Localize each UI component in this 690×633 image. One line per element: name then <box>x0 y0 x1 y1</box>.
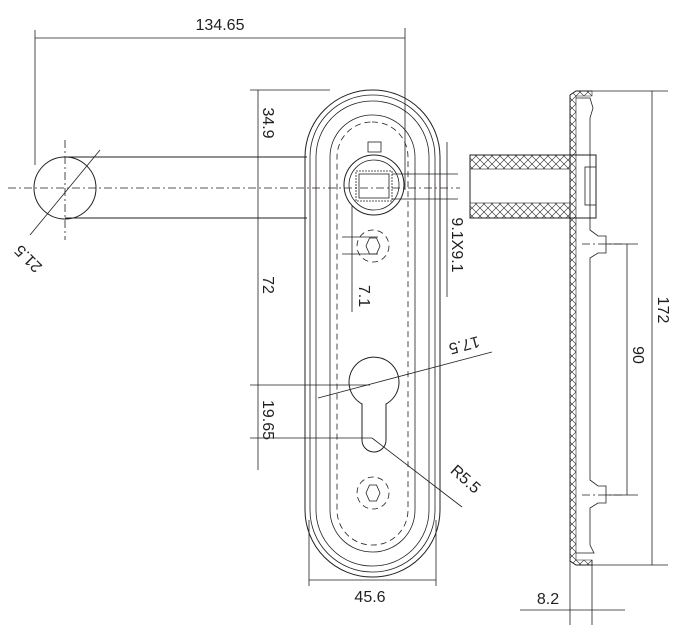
indicator-slot <box>367 141 382 153</box>
dimension-label: 34.9 <box>259 107 276 138</box>
dimension-label: 9.1X9.1 <box>448 217 465 272</box>
escutcheon-plate-front <box>304 89 441 578</box>
dimension-label: 17.5 <box>447 332 482 357</box>
euro-cylinder-keyhole <box>348 356 400 453</box>
square-spindle-hole <box>358 173 390 199</box>
dimension-label: 21.5 <box>12 241 46 275</box>
screw-hex-icon <box>365 237 381 255</box>
dimension-label: 19.65 <box>259 400 276 440</box>
dimension-label: 172 <box>654 297 671 324</box>
dimension-vertical-left: 34.9 72 19.65 <box>250 89 372 470</box>
dimension-handle-length: 134.65 <box>34 17 406 190</box>
dimension-label: 90 <box>629 346 646 364</box>
dimension-label: 72 <box>259 276 276 294</box>
side-view-section <box>469 90 625 566</box>
spindle-boss <box>343 154 405 216</box>
dimension-label: 45.6 <box>354 589 385 606</box>
screw-hex-icon <box>365 484 381 502</box>
dimension-label: 134.65 <box>196 17 245 34</box>
dimension-label: 7.1 <box>355 285 372 307</box>
dimension-label: R5.5 <box>447 462 484 497</box>
diameter-leader <box>29 149 101 236</box>
dimension-label: 8.2 <box>537 591 559 608</box>
